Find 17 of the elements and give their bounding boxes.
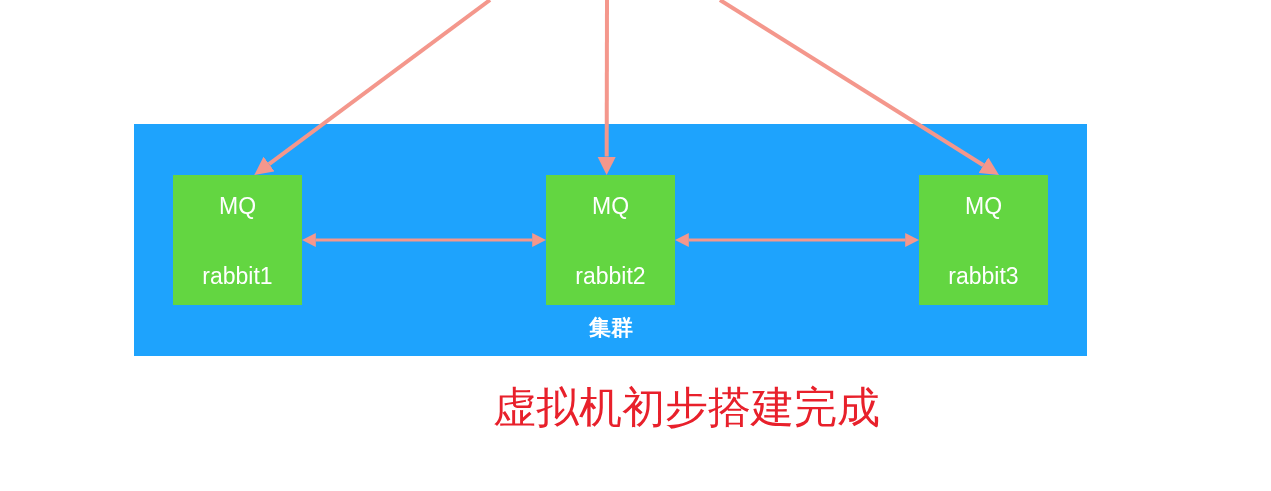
cluster-label: 集群: [588, 315, 633, 341]
node-title: MQ: [591, 193, 630, 220]
node-label: rabbit2: [575, 263, 646, 290]
arrow: [254, 0, 492, 175]
queue-node-box: [546, 175, 675, 305]
node-label: rabbit1: [202, 263, 273, 290]
double-arrow: [675, 233, 919, 247]
double-arrow: [302, 233, 546, 247]
queue-node-box: [173, 175, 302, 305]
node-label: rabbit3: [948, 263, 1019, 290]
arrow: [718, 0, 999, 175]
node-title: MQ: [964, 193, 1003, 220]
cluster-panel: [134, 124, 1087, 356]
arrow: [597, 0, 616, 175]
queue-node-box: [919, 175, 1048, 305]
node-title: MQ: [218, 193, 257, 220]
caption: 虚拟机初步搭建完成: [492, 384, 880, 432]
